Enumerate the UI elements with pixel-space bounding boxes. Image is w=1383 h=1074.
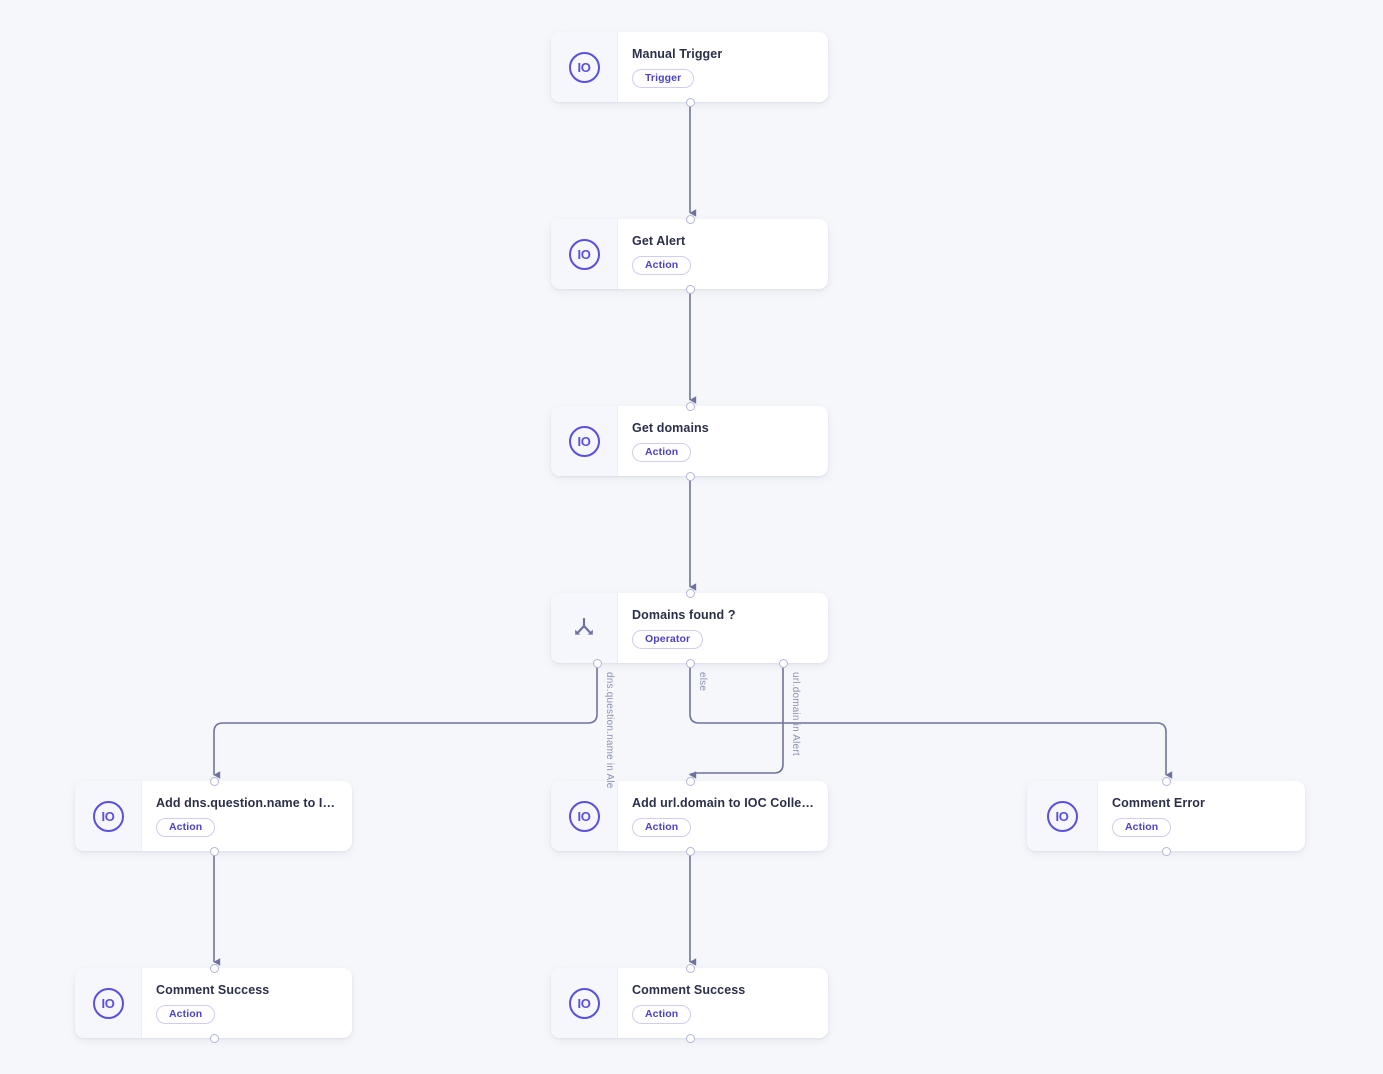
io-icon-glyph: IO [101,995,115,1011]
io-circle-icon: IO [568,238,600,270]
node-title: Domains found ? [632,607,736,622]
io-icon-glyph: IO [577,808,591,824]
node-type-badge: Action [156,1004,216,1025]
node-body: Add dns.question.name to IOC ... Action [142,781,352,851]
io-circle-icon: IO [92,800,124,832]
edge-label: url.domain in Alert [790,672,801,756]
node-type-badge: Action [632,255,692,276]
node-icon-pane: IO [551,968,618,1038]
workflow-node-domains-found[interactable]: Domains found ? Operator [551,593,828,663]
io-circle-icon: IO [1046,800,1078,832]
node-title: Add dns.question.name to IOC ... [156,795,338,810]
connection-port-p-getdomains-out[interactable] [685,471,695,481]
connection-port-p-csleft-in[interactable] [209,963,219,973]
edge-label-clip: dns.question.name in Ale [604,672,618,790]
node-icon-pane: IO [1027,781,1098,851]
node-icon-pane: IO [75,968,142,1038]
connection-port-p-url-out[interactable] [685,846,695,856]
connection-port-p-dns-in[interactable] [209,776,219,786]
edge-label-clip: url.domain in Alert [790,672,804,790]
node-type-badge: Action [1112,817,1172,838]
node-type-badge: Action [632,1004,692,1025]
connection-port-p-domainsfound-out3[interactable] [778,658,788,668]
connection-port-p-csleft-out[interactable] [209,1033,219,1043]
io-icon-glyph: IO [577,59,591,75]
workflow-node-add-dns-question-name[interactable]: IO Add dns.question.name to IOC ... Action [75,781,352,851]
node-title: Comment Success [156,982,270,997]
io-icon-glyph: IO [577,246,591,262]
node-body: Domains found ? Operator [618,593,828,663]
io-icon-glyph: IO [101,808,115,824]
node-icon-pane: IO [551,406,618,476]
io-icon-glyph: IO [577,433,591,449]
node-type-badge: Trigger [632,68,695,89]
connection-port-p-commenterror-out[interactable] [1161,846,1171,856]
edge-label: dns.question.name in Ale [604,672,615,789]
node-type-badge: Action [632,817,692,838]
connection-port-p-domainsfound-in[interactable] [685,588,695,598]
node-title: Comment Success [632,982,746,997]
node-icon-pane: IO [75,781,142,851]
connection-port-p-cscenter-in[interactable] [685,963,695,973]
node-title: Add url.domain to IOC Collection [632,795,814,810]
io-circle-icon: IO [568,987,600,1019]
node-title: Get domains [632,420,709,435]
edge-label-clip: else [697,672,711,790]
connection-port-p-getalert-in[interactable] [685,214,695,224]
node-title: Manual Trigger [632,46,723,61]
connection-port-p-dns-out[interactable] [209,846,219,856]
node-title: Comment Error [1112,795,1205,810]
connection-port-p-cscenter-out[interactable] [685,1033,695,1043]
node-type-badge: Operator [632,629,704,650]
connection-port-p-url-in[interactable] [685,776,695,786]
io-icon-glyph: IO [577,995,591,1011]
node-icon-pane [551,593,618,663]
node-type-badge: Action [632,442,692,463]
branch-split-icon [570,614,598,642]
connection-port-p-getdomains-in[interactable] [685,401,695,411]
connection-port-p-commenterror-in[interactable] [1161,776,1171,786]
node-icon-pane: IO [551,219,618,289]
node-icon-pane: IO [551,781,618,851]
node-icon-pane: IO [551,32,618,102]
edge-label: else [697,672,708,692]
io-circle-icon: IO [568,425,600,457]
connection-port-p-manual-out[interactable] [685,97,695,107]
io-circle-icon: IO [92,987,124,1019]
connection-port-p-domainsfound-out1[interactable] [592,658,602,668]
io-circle-icon: IO [568,51,600,83]
node-title: Get Alert [632,233,686,248]
io-circle-icon: IO [568,800,600,832]
connection-port-p-domainsfound-out2[interactable] [685,658,695,668]
io-icon-glyph: IO [1055,808,1069,824]
node-type-badge: Action [156,817,216,838]
connection-port-p-getalert-out[interactable] [685,284,695,294]
